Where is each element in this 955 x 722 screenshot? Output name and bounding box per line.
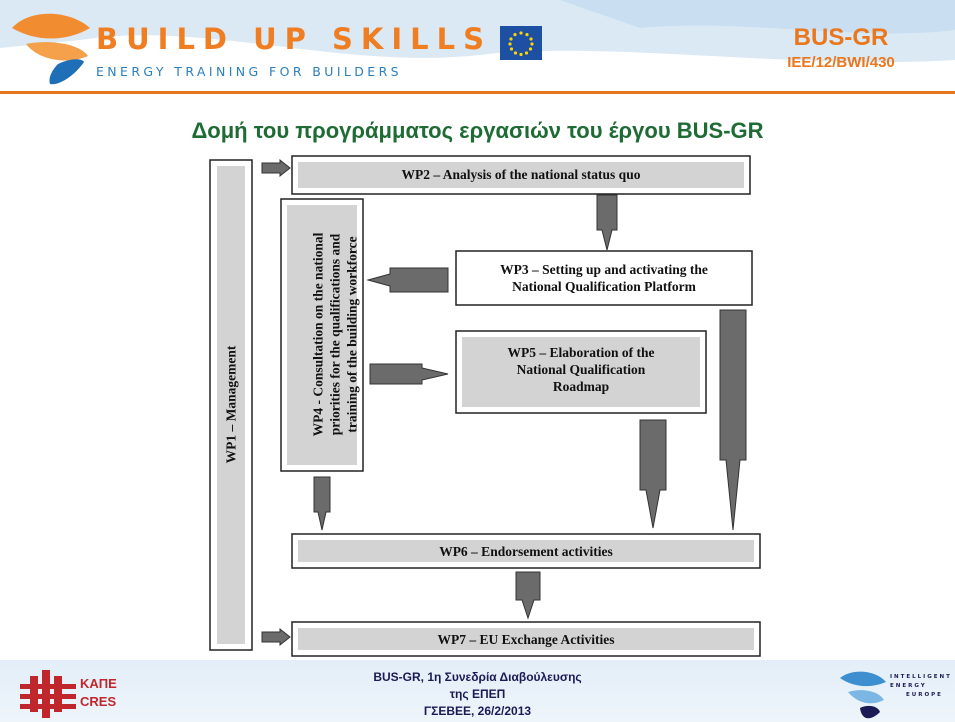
wp1-box [209,159,253,651]
header-rule [0,91,955,94]
wp7-label: WP7 – EU Exchange Activities [437,632,615,647]
wp7-box [291,621,761,657]
arrow-wp4-to-wp6 [313,476,331,531]
footer-line-2: της ΕΠΕΠ [449,687,506,701]
logo-orange-swoosh-2 [26,42,88,61]
arrow-wp3-to-wp6 [719,309,747,531]
arrow-wp5-to-wp6 [639,419,667,529]
kape-logo-text: ΚΑΠΕ [80,676,117,691]
wp5-label-line1: WP5 – Elaboration of the [507,345,655,360]
wp4-label-line1: WP4 - Consultation on the national [310,232,326,437]
kape-logo-icon [20,670,76,718]
footer-line-3: ΓΣΕΒΕΕ, 26/2/2013 [423,704,532,718]
arrow-wp1-to-wp2 [261,158,291,178]
footer-line-1: BUS-GR, 1η Συνεδρία Διαβούλευσης [373,670,582,684]
project-acronym: BUS-GR [793,24,889,51]
wp6-label: WP6 – Endorsement activities [439,544,613,559]
iee-logo-line1: INTELLIGENT [890,674,952,680]
wp4-label-line2: priorities for the qualifications and [327,233,343,436]
logo-blue-swoosh [49,59,84,85]
wp2-box [291,155,751,195]
wp5-box [455,330,707,414]
logo-subtitle: ENERGY TRAINING FOR BUILDERS [96,64,403,79]
wp4-box [280,198,364,472]
slide-heading: Δομή του προγράμματος εργασιών του έργου… [191,118,764,143]
iee-logo-icon [840,671,886,719]
header-banner: BUILD UP SKILLS ENERGY TRAINING FOR BUIL… [0,0,955,92]
logo-orange-swoosh [12,13,90,39]
wp2-label: WP2 – Analysis of the national status qu… [401,167,641,182]
arrow-wp2-to-wp3 [596,194,618,251]
eu-flag-icon [500,26,542,60]
logo-title: BUILD UP SKILLS [96,22,492,56]
wp3-box [455,250,753,306]
project-code: IEE/12/BWI/430 [787,54,895,71]
arrow-wp3-to-wp4 [366,267,449,293]
iee-logo-line3: EUROPE [906,692,943,698]
wp5-label-line3: Roadmap [552,379,610,394]
footer: ΚΑΠΕ CRES BUS-GR, 1η Συνεδρία Διαβούλευσ… [0,660,955,722]
iee-logo-line2: ENERGY [890,683,927,689]
wp3-label-line1: WP3 – Setting up and activating the [500,262,708,277]
wp1-label: WP1 – Management [223,345,239,464]
wp4-label-line3: training of the building workforce [344,236,360,433]
arrow-wp6-to-wp7 [515,571,541,620]
wp6-box [291,533,761,569]
header-wave-decoration [0,0,955,85]
wp3-label-line2: National Qualification Platform [512,279,696,294]
wp5-label-line2: National Qualification [516,362,646,377]
arrow-wp4-to-wp5 [369,363,449,385]
arrow-wp1-to-wp7 [261,627,291,647]
cres-logo-text: CRES [80,694,117,709]
